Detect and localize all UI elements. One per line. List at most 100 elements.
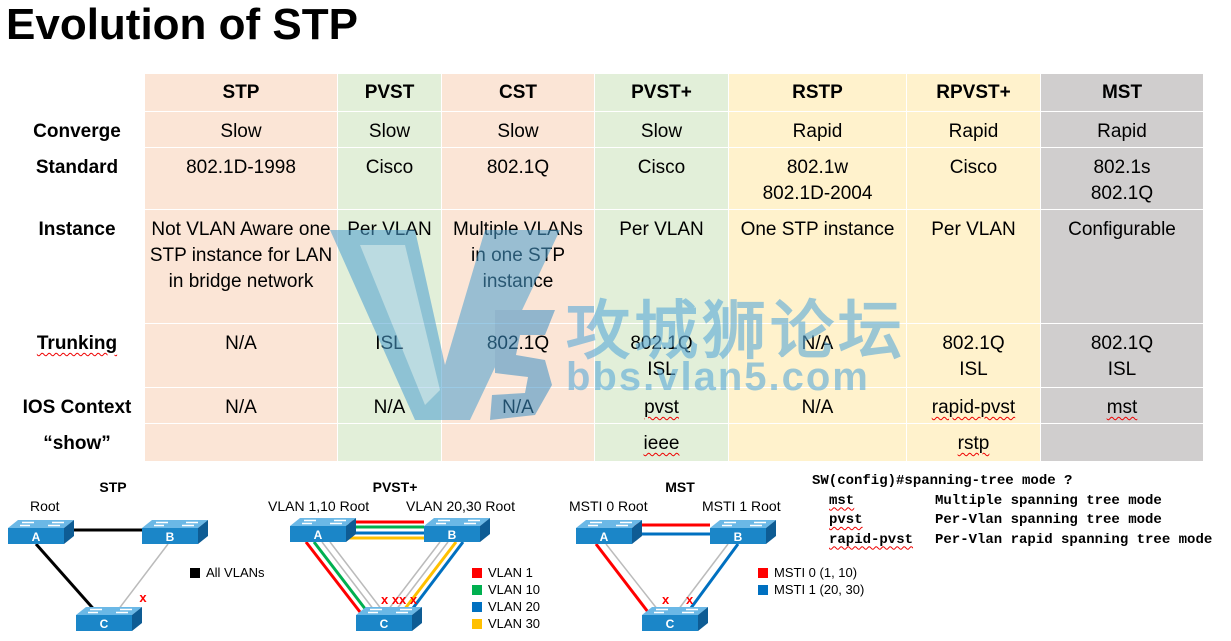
table-cell: ieee xyxy=(594,423,729,462)
legend-label: VLAN 1 xyxy=(488,565,533,580)
table-cell: mst xyxy=(1040,387,1204,424)
legend-swatch xyxy=(472,602,482,612)
stp-comparison-table: STP PVST CST PVST+ RSTP RPVST+ MST Conve… xyxy=(9,73,1204,462)
legend-swatch xyxy=(472,619,482,629)
table-cell: Slow xyxy=(441,111,595,148)
cli-option-cmd: rapid-pvst xyxy=(829,531,914,548)
legend-swatch xyxy=(758,568,768,578)
stp-root-label: Root xyxy=(30,498,60,514)
table-cell: Slow xyxy=(337,111,442,148)
table-cell xyxy=(337,423,442,462)
cli-option-row: rapid-pvst Per-Vlan rapid spanning tree m… xyxy=(812,531,1212,551)
table-cell-text: rapid-pvst xyxy=(931,397,1016,418)
column-header: RSTP xyxy=(728,73,907,112)
table-row: Converge Slow Slow Slow Slow Rapid Rapid… xyxy=(9,111,1204,148)
row-label: Converge xyxy=(9,111,145,148)
header-corner xyxy=(9,73,145,112)
table-cell: N/A xyxy=(144,323,338,388)
table-cell: Per VLAN xyxy=(337,209,442,324)
switch-label: C xyxy=(100,617,109,631)
switch-label: A xyxy=(32,530,41,544)
table-cell-line: Cisco xyxy=(949,157,998,178)
legend-swatch xyxy=(190,568,200,578)
mst-diagram-title: MST xyxy=(665,479,695,495)
table-cell-line: Cisco xyxy=(365,157,414,178)
link-a-c xyxy=(34,543,100,615)
table-cell-line: 802.1Q xyxy=(1090,333,1154,354)
mst-root-b-label: MSTI 1 Root xyxy=(702,498,781,514)
topology-diagrams: STP Root x A B C All VLANs PVST+ VLAN 1,… xyxy=(7,479,864,632)
table-cell: Multiple VLANs in one STP instance xyxy=(441,209,595,324)
link-a-c-vlan30-blocked xyxy=(329,541,383,611)
link-b-c-msti1 xyxy=(686,543,740,613)
table-cell-text: mst xyxy=(1106,397,1138,418)
table-cell: Per VLAN xyxy=(594,209,729,324)
table-row: Instance Not VLAN Aware one STP instance… xyxy=(9,209,1204,324)
blocked-port-mark: x xyxy=(662,592,670,607)
column-header: PVST xyxy=(337,73,442,112)
table-cell: One STP instance xyxy=(728,209,907,324)
switch-label: C xyxy=(666,617,675,631)
cli-option-desc: Per-Vlan spanning tree mode xyxy=(935,512,1162,528)
table-cell: 802.1Q xyxy=(441,323,595,388)
legend-swatch xyxy=(758,585,768,595)
table-cell: Rapid xyxy=(728,111,907,148)
row-label: Instance xyxy=(9,209,145,324)
table-cell-line: 802.1Q xyxy=(486,157,550,178)
column-header: PVST+ xyxy=(594,73,729,112)
column-header: STP xyxy=(144,73,338,112)
switch-a-icon xyxy=(289,517,357,543)
mst-diagram: MST MSTI 0 Root MSTI 1 Root x x A B C MS… xyxy=(569,479,864,632)
table-cell-line: 802.1Q xyxy=(486,333,550,354)
legend-swatch xyxy=(472,585,482,595)
table-cell-text: pvst xyxy=(644,397,679,418)
pvst-diagram: PVST+ VLAN 1,10 Root VLAN 20,30 Root x x… xyxy=(268,479,540,632)
blocked-port-mark: x x xyxy=(399,592,418,607)
column-header: MST xyxy=(1040,73,1204,112)
switch-c-icon xyxy=(355,606,423,632)
link-a-c-msti0 xyxy=(594,543,650,613)
table-cell: rstp xyxy=(906,423,1041,462)
table-cell: rapid-pvst xyxy=(906,387,1041,424)
cli-option-desc: Per-Vlan rapid spanning tree mode xyxy=(935,531,1213,548)
legend-label: MSTI 0 (1, 10) xyxy=(774,565,857,580)
table-cell: N/A xyxy=(728,387,907,424)
link-b-c-vlan1-blocked xyxy=(387,541,441,611)
table-cell-line: ISL xyxy=(647,359,676,380)
column-header: RPVST+ xyxy=(906,73,1041,112)
table-cell: Cisco xyxy=(594,147,729,210)
stp-diagram-title: STP xyxy=(99,479,126,495)
link-a-c-vlan10 xyxy=(312,541,368,611)
table-cell xyxy=(1040,423,1204,462)
table-cell xyxy=(441,423,595,462)
table-cell-line: N/A xyxy=(225,333,257,354)
mst-root-a-label: MSTI 0 Root xyxy=(569,498,648,514)
switch-label: B xyxy=(166,530,175,544)
switch-b-icon xyxy=(141,519,209,545)
pvst-root-b-label: VLAN 20,30 Root xyxy=(406,498,515,514)
table-cell-line: ISL xyxy=(375,333,404,354)
table-header-row: STP PVST CST PVST+ RSTP RPVST+ MST xyxy=(9,73,1204,112)
table-cell xyxy=(144,423,338,462)
table-cell: Rapid xyxy=(1040,111,1204,148)
cli-prompt: SW(config)#spanning-tree mode ? xyxy=(812,473,1073,489)
legend-label: VLAN 30 xyxy=(488,616,540,631)
link-b-c-vlan20 xyxy=(408,541,465,613)
link-a-c-vlan20-blocked xyxy=(321,541,375,611)
table-cell-line: 802.1D-1998 xyxy=(186,157,296,178)
row-label: IOS Context xyxy=(9,387,145,424)
table-cell-line: 802.1Q xyxy=(1090,183,1154,204)
link-a-c-vlan1 xyxy=(304,541,362,613)
page-title: Evolution of STP xyxy=(6,0,358,49)
switch-b-icon xyxy=(709,519,777,545)
switch-a-icon xyxy=(575,519,643,545)
pvst-root-a-label: VLAN 1,10 Root xyxy=(268,498,369,514)
table-cell: Per VLAN xyxy=(906,209,1041,324)
cli-option-cmd: pvst xyxy=(829,512,863,528)
switch-label: B xyxy=(734,530,743,544)
